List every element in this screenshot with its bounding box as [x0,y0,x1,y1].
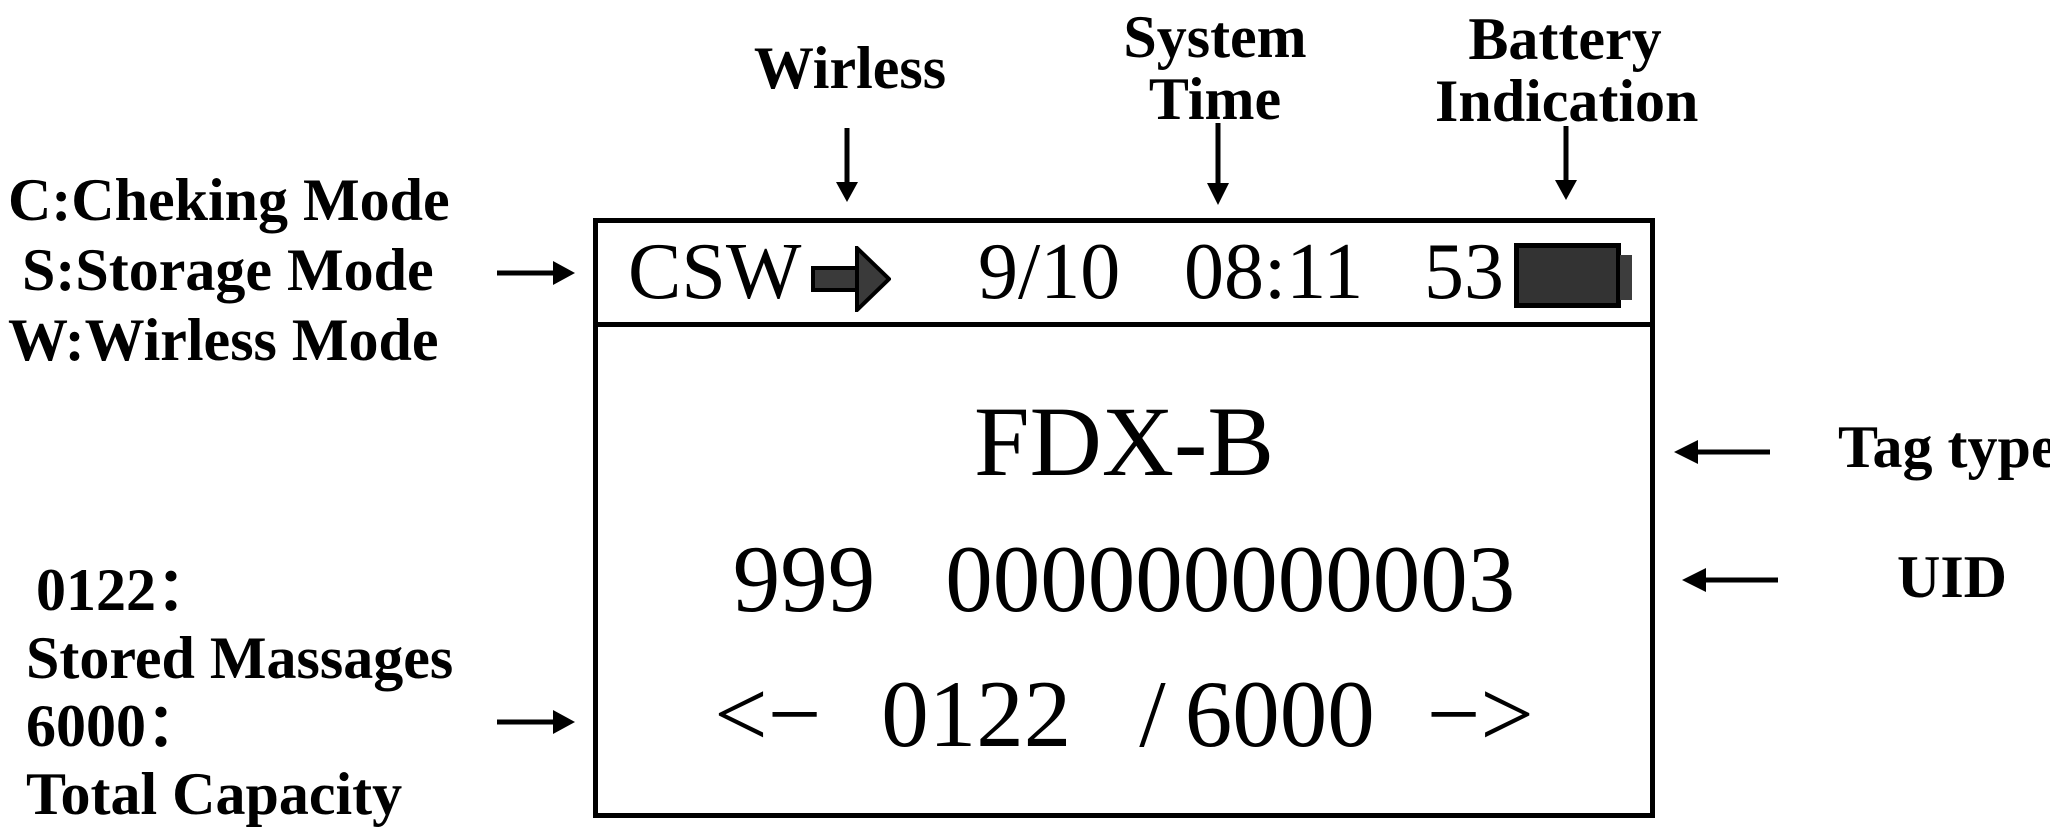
mode-legend: C:Cheking Mode S:Storage Mode W:Wirless … [8,165,450,375]
battery-pointer-arrow-icon [1555,126,1577,200]
mode-legend-storage: S:Storage Mode [22,237,434,303]
uid-callout-label: UID [1897,544,2008,610]
system-time-line1: System [1123,4,1307,70]
storage-legend-pointer-arrow-icon [497,710,575,734]
system-date: 9/10 [978,228,1121,316]
storage-legend: 0122： Stored Massages 6000： Total Capaci… [26,556,453,828]
mode-legend-pointer-arrow-icon [497,261,575,285]
storage-legend-count: 0122： [36,557,216,623]
tag-type-pointer-arrow-icon [1674,440,1770,464]
system-time-line2: Time [1148,66,1282,132]
storage-legend-capacity-value: 6000： [26,693,206,759]
battery-nub [1620,255,1632,300]
uid-pointer-arrow-icon [1682,568,1778,592]
next-arrow-glyph: −> [1426,661,1534,767]
uid-number: 000000000003 [945,526,1516,632]
wireless-pointer-arrow-icon [836,128,858,202]
mode-legend-checking: C:Cheking Mode [8,167,450,233]
battery-percent: 53 [1424,228,1504,316]
battery-line2: Indication [1435,68,1699,134]
battery-icon [1514,243,1632,308]
mode-flags: CSW [628,228,802,316]
stored-count: 0122 [881,661,1072,767]
storage-legend-capacity: Total Capacity [26,761,403,827]
system-time: 08:11 [1184,228,1364,316]
status-bar: CSW 9/10 08:11 53 [598,223,1650,327]
battery-callout-label: Battery Indication [1435,6,1699,134]
tag-type-callout-label: Tag type [1838,414,2050,480]
system-time-pointer-arrow-icon [1207,123,1229,205]
active-mode-arrow-icon [811,246,891,312]
uid-readout: 999 000000000003 [598,529,1650,630]
mode-legend-wireless: W:Wirless Mode [8,307,439,373]
wireless-callout-label: Wirless [753,35,947,101]
system-time-callout-label: System Time [1105,6,1325,130]
counter-slash: / [1139,661,1166,767]
battery-line1: Battery [1468,6,1662,72]
message-counter: <− 0122 /6000 −> [598,664,1650,765]
prev-arrow-glyph: <− [714,661,822,767]
storage-legend-stored: Stored Massages [26,625,454,691]
tag-type-readout: FDX-B [973,386,1275,497]
uid-country-code: 999 [732,526,876,632]
total-capacity: 6000 [1184,661,1375,767]
